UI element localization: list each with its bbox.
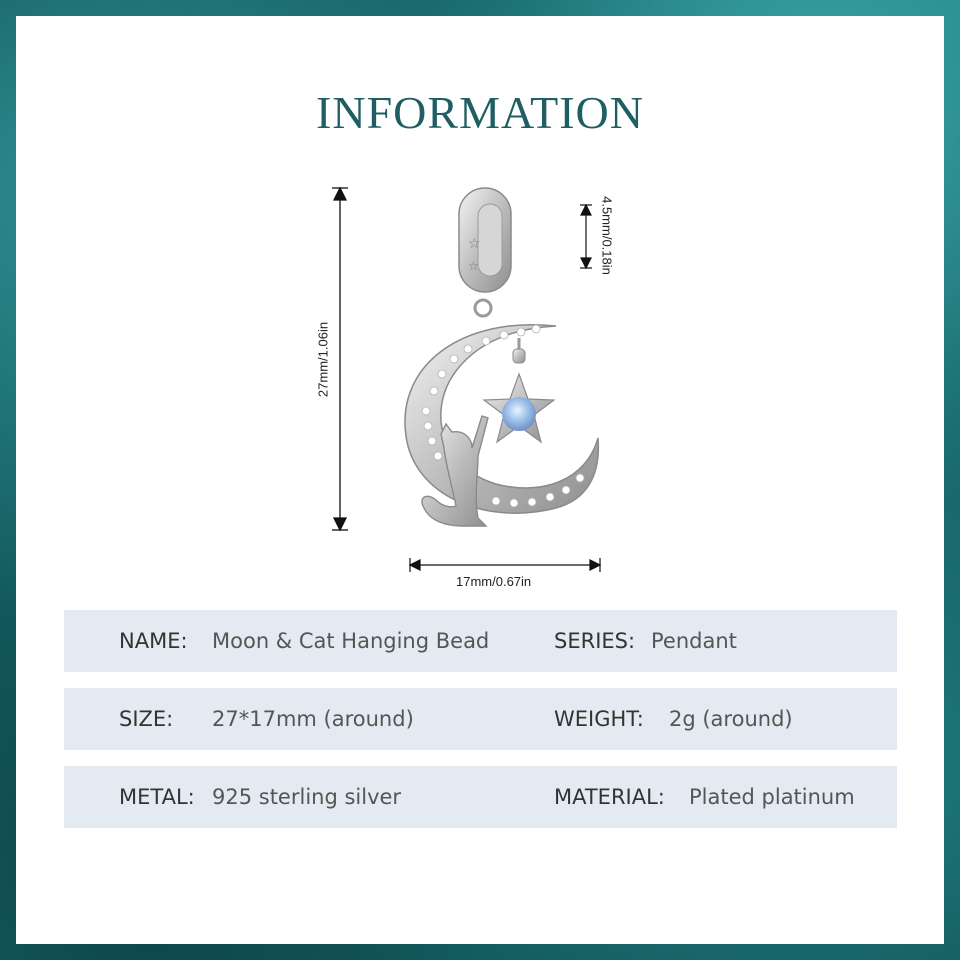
spec-value: 2g (around) [669,707,793,731]
cat-figure [421,415,489,527]
spec-label: MATERIAL: [554,785,665,809]
bail-label: 4.5mm/0.18in [599,196,615,275]
product-image: ☆ ☆ [332,186,602,572]
spec-value: 27*17mm (around) [212,707,414,731]
svg-text:☆: ☆ [468,259,479,273]
spec-row-metal: METAL: 925 sterling silver MATERIAL: Pla… [64,766,897,828]
spec-label: SIZE: [119,707,174,731]
spec-row-size: SIZE: 27*17mm (around) WEIGHT: 2g (aroun… [64,688,897,750]
spec-label: SERIES: [554,629,636,653]
bail-arrow [580,203,592,270]
info-card: INFORMATION [16,16,944,944]
spec-label: NAME: [119,629,188,653]
spec-label: WEIGHT: [554,707,644,731]
svg-text:☆: ☆ [468,236,481,252]
star-charm [482,338,556,444]
width-arrow [408,558,602,572]
height-arrow [332,186,348,532]
spec-value: Moon & Cat Hanging Bead [212,629,490,653]
spec-value: Pendant [651,629,737,653]
spec-value: Plated platinum [689,785,855,809]
page-title: INFORMATION [316,87,644,138]
moon-crescent [404,324,600,514]
height-label: 27mm/1.06in [315,321,331,398]
spec-row-name: NAME: Moon & Cat Hanging Bead SERIES: Pe… [64,610,897,672]
bail-bead: ☆ ☆ [458,187,512,293]
spec-label: METAL: [119,785,195,809]
spec-value: 925 sterling silver [212,785,402,809]
width-label: 17mm/0.67in [456,574,532,589]
